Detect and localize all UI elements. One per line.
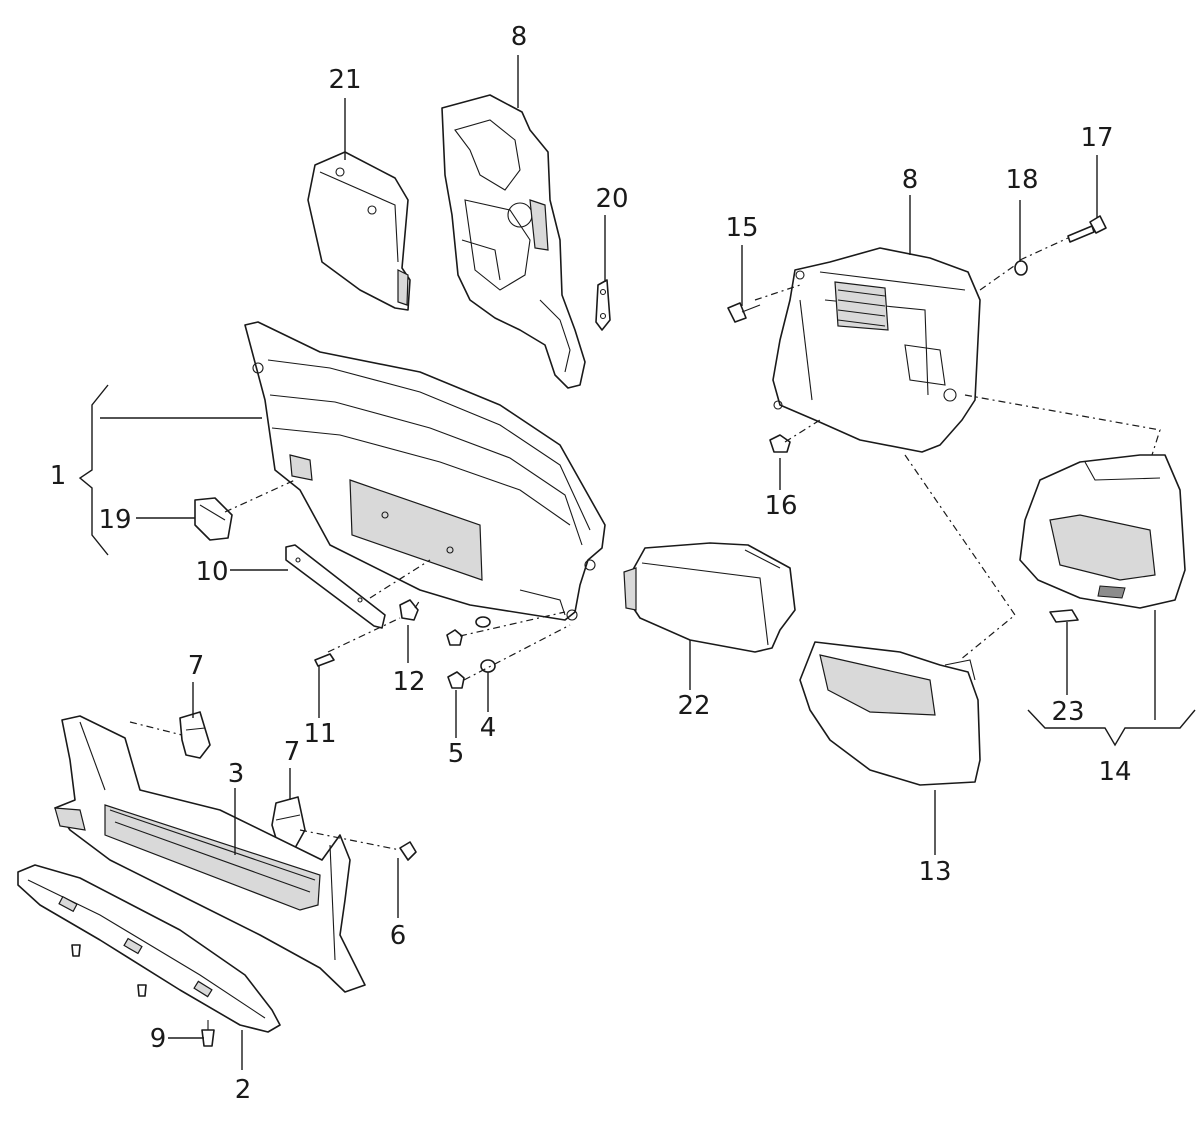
callout-7-lower: 7 (284, 737, 301, 767)
callout-22: 22 (677, 691, 710, 721)
part-9-screw (201, 1020, 215, 1047)
callout-2: 2 (235, 1075, 252, 1105)
leader-lines (78, 55, 1196, 1070)
part-13-bezel (799, 641, 981, 786)
part-23-pad (1049, 609, 1079, 623)
callout-labels: 21 8 20 8 15 18 17 16 1 19 10 12 11 5 4 … (50, 22, 1132, 1105)
part-1-grille-panel (244, 321, 606, 621)
part-2-fasteners (71, 944, 147, 997)
part-4-washer (475, 616, 496, 673)
callout-8-upper: 8 (511, 22, 528, 52)
callout-7-upper: 7 (188, 651, 205, 681)
part-8-headlamp-housing (772, 247, 981, 453)
part-14-bezel (1019, 454, 1186, 609)
callout-6: 6 (390, 921, 407, 951)
callout-20: 20 (595, 184, 628, 214)
part-22-fog-lamp (623, 542, 796, 653)
part-7-clip-upper (179, 711, 211, 759)
callout-13: 13 (918, 857, 951, 887)
callout-5: 5 (448, 739, 465, 769)
callout-9: 9 (150, 1024, 167, 1054)
part-12-plug (399, 599, 419, 621)
callout-1: 1 (50, 461, 67, 491)
part-16-nut (769, 434, 791, 453)
callout-19: 19 (98, 505, 131, 535)
part-21-cover (307, 151, 411, 311)
callout-10: 10 (195, 557, 228, 587)
part-11-screw (314, 653, 335, 667)
part-6-screw (399, 841, 417, 861)
callout-8-right: 8 (902, 165, 919, 195)
part-8-bracket-plate (441, 94, 586, 389)
part-15-bolt (727, 302, 761, 323)
callout-4: 4 (480, 713, 497, 743)
callout-17: 17 (1080, 123, 1113, 153)
callout-15: 15 (725, 213, 758, 243)
part-2-trim-strip (17, 864, 281, 1033)
part-5-nut (446, 629, 465, 689)
part-20-clip (595, 279, 611, 331)
callout-18: 18 (1005, 165, 1038, 195)
callout-14: 14 (1098, 757, 1131, 787)
callout-21: 21 (328, 65, 361, 95)
part-17-bolt (1067, 215, 1107, 243)
callout-11: 11 (303, 719, 336, 749)
part-19-cap (194, 497, 233, 541)
callout-12: 12 (392, 667, 425, 697)
part-10-plate (285, 544, 386, 629)
callout-23: 23 (1051, 697, 1084, 727)
part-3-lower-grille (54, 715, 366, 993)
callout-3: 3 (228, 759, 245, 789)
part-18-washer (1014, 260, 1028, 276)
callout-16: 16 (764, 491, 797, 521)
alignment-lines (129, 237, 1161, 851)
